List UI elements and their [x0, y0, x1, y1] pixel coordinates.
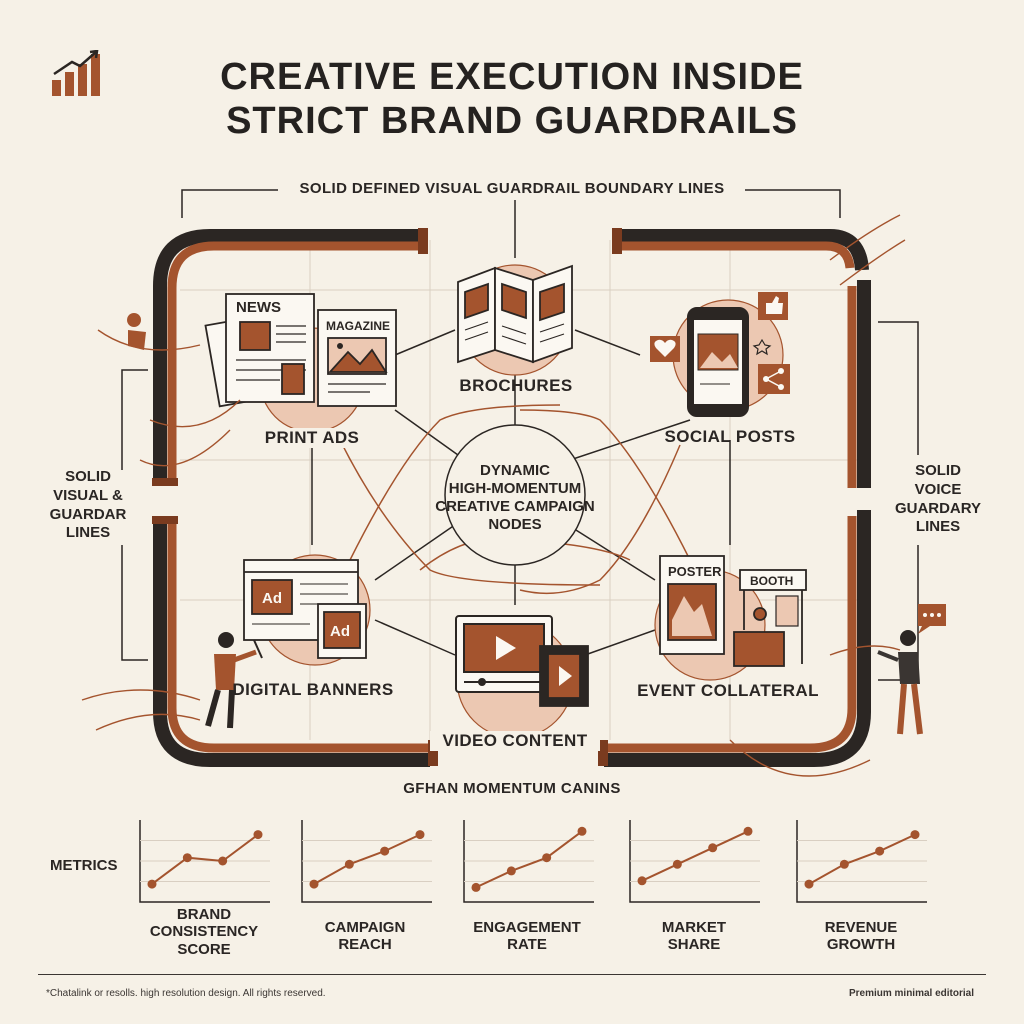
metric-trend-line	[808, 833, 916, 885]
metric-point	[542, 853, 552, 863]
footer-note: *Chatalink or resolls. high resolution d…	[46, 988, 326, 999]
person-right-icon	[877, 630, 923, 735]
momentum-caption: GFHAN MOMENTUM CANINS	[362, 780, 662, 797]
browser-banner-small-icon: Ad	[317, 603, 367, 659]
guardrail-right-label: SOLID VOICE GUARDARY LINES	[894, 462, 982, 536]
node-label-social-posts: SOCIAL POSTS	[664, 427, 796, 446]
footer-divider	[38, 974, 986, 975]
growth-logo-icon	[52, 50, 100, 96]
metric-trend-line	[313, 833, 421, 885]
person-left-icon	[205, 632, 263, 729]
metric-point	[708, 843, 718, 853]
metric-point	[910, 830, 920, 840]
brochure-icon	[457, 264, 573, 364]
metric-point	[471, 882, 481, 892]
film-strip-icon	[539, 645, 589, 707]
center-node-circle	[444, 424, 586, 566]
metric-point	[309, 879, 319, 889]
metric-axis	[301, 820, 432, 903]
node-label-video-content: VIDEO CONTENT	[430, 731, 600, 751]
thumbs-up-icon	[758, 292, 788, 320]
metric-point	[839, 859, 849, 869]
metric-point	[743, 826, 753, 836]
metric-axis	[629, 820, 760, 903]
metric-point	[804, 879, 814, 889]
center-node-label: DYNAMIC HIGH-MOMENTUM CREATIVE CAMPAIGN …	[435, 462, 595, 533]
top-bracket	[181, 189, 841, 258]
metrics-heading: METRICS	[50, 857, 118, 874]
heart-icon	[650, 336, 680, 362]
metric-point	[415, 830, 425, 840]
node-label-brochures: BROCHURES	[459, 376, 573, 395]
poster-icon: POSTER	[659, 555, 725, 655]
swoosh-lines	[81, 214, 906, 777]
metric-point	[253, 830, 263, 840]
star-icon	[752, 338, 772, 356]
metric-axis	[139, 820, 270, 903]
metric-chart	[463, 820, 594, 903]
metric-point	[182, 853, 192, 863]
video-player-icon	[455, 615, 553, 693]
metric-chart	[796, 820, 927, 903]
poster-label: POSTER	[668, 564, 722, 579]
metric-axis	[796, 820, 927, 903]
booth-icon: BOOTH	[733, 569, 807, 667]
metric-point	[506, 866, 516, 876]
metric-point	[637, 876, 647, 886]
newspaper-icon: NEWS	[204, 293, 315, 408]
metric-chart	[139, 820, 270, 903]
metric-point	[380, 846, 390, 856]
guardrail-top-label: SOLID DEFINED VISUAL GUARDRAIL BOUNDARY …	[284, 180, 740, 197]
page-title-line-2: STRICT BRAND GUARDRAILS	[226, 100, 798, 142]
guardrail-diagram: NEWS MAGAZINE	[81, 189, 946, 777]
ad-label-1: Ad	[262, 590, 282, 607]
smartphone-icon	[687, 307, 749, 417]
page-title-line-1: CREATIVE EXECUTION INSIDE	[220, 56, 804, 98]
magazine-icon: MAGAZINE	[317, 309, 397, 407]
node-label-digital-banners: DIGITAL BANNERS	[232, 680, 394, 699]
booth-label: BOOTH	[750, 574, 793, 588]
newspaper-label: NEWS	[236, 299, 281, 316]
metric-point	[147, 879, 157, 889]
metric-point	[218, 856, 228, 866]
guardrail-left-label: SOLID VISUAL & GUARDAR LINES	[49, 468, 127, 542]
metric-point	[344, 859, 354, 869]
speech-bubble-icon	[918, 604, 946, 634]
metric-point	[672, 859, 682, 869]
footer-tagline: Premium minimal editorial	[848, 988, 974, 999]
metric-chart	[629, 820, 760, 903]
metric-trend-line	[151, 833, 259, 885]
metric-point	[577, 826, 587, 836]
metric-axis	[463, 820, 594, 903]
person-top-left-icon	[127, 313, 146, 350]
share-icon	[758, 364, 790, 394]
metric-point	[875, 846, 885, 856]
ad-label-2: Ad	[330, 623, 350, 640]
node-label-event-collateral: EVENT COLLATERAL	[637, 681, 819, 700]
metrics-charts	[139, 820, 927, 903]
metric-trend-line	[475, 830, 583, 889]
metric-trend-line	[641, 830, 749, 882]
node-label-print-ads: PRINT ADS	[232, 428, 392, 448]
metric-chart	[301, 820, 432, 903]
guardrail-frame	[153, 229, 871, 767]
magazine-label: MAGAZINE	[326, 319, 390, 333]
